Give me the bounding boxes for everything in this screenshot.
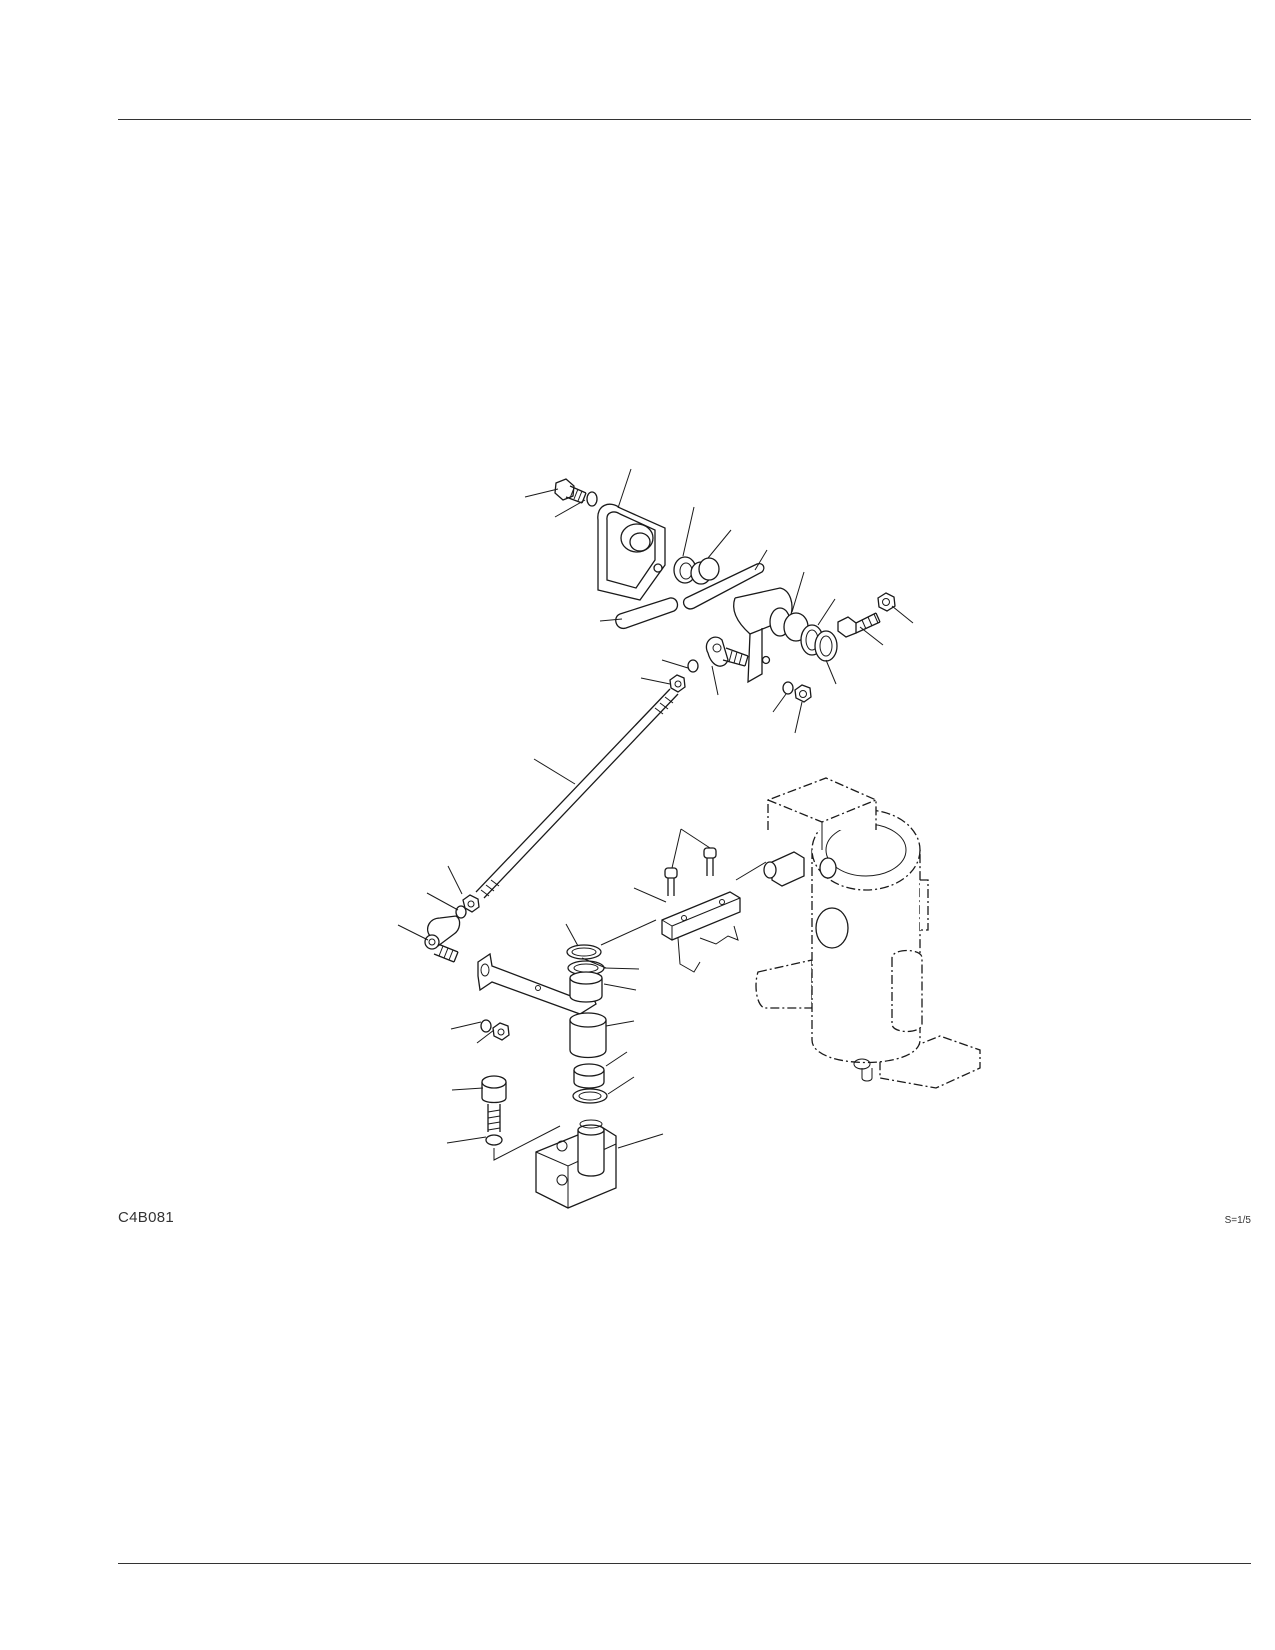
bushing-upper	[690, 557, 720, 585]
pivot-base	[535, 1119, 617, 1209]
lever-body	[733, 587, 809, 684]
pivot-arm	[477, 952, 597, 1015]
washer-screw	[485, 1134, 503, 1146]
bolt-upper-left	[554, 478, 587, 504]
link-rod	[475, 688, 679, 899]
leader-lines	[397, 468, 914, 1149]
assembly-line-base	[493, 1125, 561, 1161]
bolt-upper-right	[837, 612, 881, 638]
figure-code: C4B081	[118, 1209, 175, 1226]
scale-label: S=1/5	[1224, 1215, 1251, 1226]
nut-upper-right	[877, 592, 896, 612]
solenoid-actuator	[755, 777, 981, 1089]
upper-bracket-group	[554, 478, 896, 703]
footer-rule	[118, 1563, 1251, 1564]
rod-end-upper	[669, 636, 749, 693]
small-screw-2	[703, 847, 717, 876]
solenoid-bracket	[661, 891, 741, 973]
nut-lower-right	[794, 684, 812, 703]
long-pin	[682, 562, 765, 610]
nut-arm	[492, 1022, 510, 1041]
bracket-plate	[597, 503, 666, 601]
short-pin	[615, 597, 679, 630]
header-rule	[118, 119, 1251, 120]
pivot-stack	[566, 944, 608, 1104]
washer-lower-right	[782, 681, 794, 695]
rod-end-lower	[424, 894, 480, 963]
washer-arm	[480, 1019, 492, 1033]
washer-upper-left	[586, 491, 598, 507]
cap-screw	[481, 1075, 507, 1132]
small-screw-1	[664, 867, 678, 896]
